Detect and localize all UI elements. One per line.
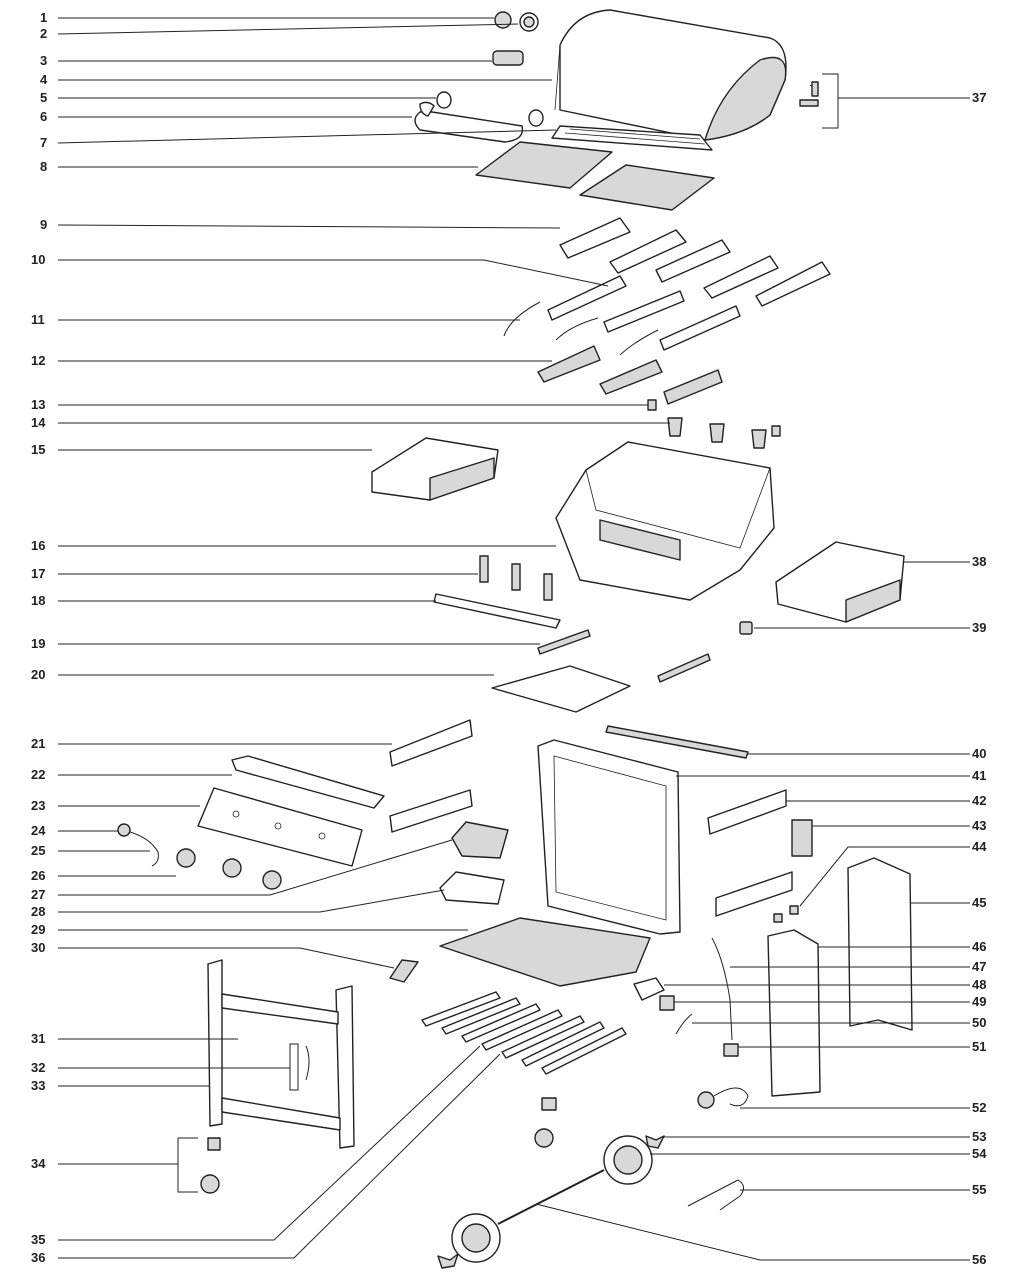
callout-13: 13 (31, 397, 45, 412)
callout-11: 11 (31, 312, 45, 327)
flavorizer-bars-and-burners (503, 217, 831, 449)
callout-24: 24 (31, 823, 46, 838)
callout-6: 6 (40, 109, 47, 124)
callout-26: 26 (31, 868, 45, 883)
callout-35: 35 (31, 1232, 45, 1247)
callout-2: 2 (40, 26, 47, 41)
callout-46: 46 (972, 939, 986, 954)
callout-50: 50 (972, 1015, 986, 1030)
callout-31: 31 (31, 1031, 45, 1046)
callout-15: 15 (31, 442, 45, 457)
callout-42: 42 (972, 793, 986, 808)
callout-56: 56 (972, 1252, 986, 1267)
callout-49: 49 (972, 994, 986, 1009)
callout-1: 1 (40, 10, 47, 25)
callout-48: 48 (972, 977, 986, 992)
leader-lines (57, 17, 970, 1261)
callout-4: 4 (40, 72, 48, 87)
callout-41: 41 (972, 768, 986, 783)
callout-40: 40 (972, 746, 986, 761)
callout-9: 9 (40, 217, 47, 232)
callout-36: 36 (31, 1250, 45, 1265)
callout-45: 45 (972, 895, 986, 910)
callout-43: 43 (972, 818, 986, 833)
callout-27: 27 (31, 887, 45, 902)
callout-29: 29 (31, 922, 45, 937)
callout-19: 19 (31, 636, 45, 651)
callout-18: 18 (31, 593, 45, 608)
callout-52: 52 (972, 1100, 986, 1115)
callout-54: 54 (972, 1146, 987, 1161)
callout-51: 51 (972, 1039, 986, 1054)
callout-14: 14 (31, 415, 46, 430)
callout-5: 5 (40, 90, 47, 105)
callout-17: 17 (31, 566, 45, 581)
callout-25: 25 (31, 843, 45, 858)
callout-12: 12 (31, 353, 45, 368)
callout-10: 10 (31, 252, 45, 267)
callout-53: 53 (972, 1129, 986, 1144)
callout-7: 7 (40, 135, 47, 150)
callout-21: 21 (31, 736, 45, 751)
callout-32: 32 (31, 1060, 45, 1075)
callout-44: 44 (972, 839, 987, 854)
cart-frame (200, 739, 813, 1194)
lid-assembly (414, 9, 819, 211)
callout-38: 38 (972, 554, 986, 569)
callout-3: 3 (40, 53, 47, 68)
callout-23: 23 (31, 798, 45, 813)
control-panel-parts (117, 719, 509, 905)
callout-8: 8 (40, 159, 47, 174)
callout-30: 30 (31, 940, 45, 955)
callout-labels: 1 2 3 4 5 6 7 8 9 10 11 12 13 14 15 16 1… (31, 10, 987, 1267)
callout-47: 47 (972, 959, 986, 974)
side-panels-and-fuel (437, 857, 913, 1269)
callout-20: 20 (31, 667, 45, 682)
cookbox-and-tables (371, 437, 905, 759)
callout-22: 22 (31, 767, 45, 782)
callout-16: 16 (31, 538, 45, 553)
callout-55: 55 (972, 1182, 986, 1197)
callout-37: 37 (972, 90, 986, 105)
callout-28: 28 (31, 904, 45, 919)
callout-33: 33 (31, 1078, 45, 1093)
callout-39: 39 (972, 620, 986, 635)
callout-34: 34 (31, 1156, 46, 1171)
